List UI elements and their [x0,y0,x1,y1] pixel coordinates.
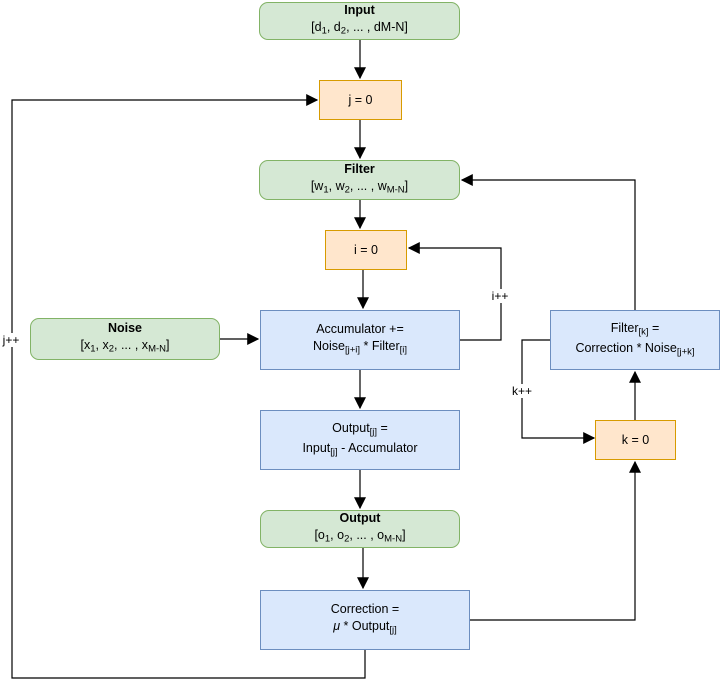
node-accumulator: Accumulator +=Noise[j+i] * Filter[i] [260,310,460,370]
edge-label-j-increment: j++ [0,333,22,347]
node-noise: Noise[x1, x2, ... , xM-N] [30,318,220,360]
node-output-j: Output[j] =Input[j] - Accumulator [260,410,460,470]
node-filter: Filter[w1, w2, ... , wM-N] [259,160,460,200]
node-k-init: k = 0 [595,420,676,460]
node-j-init: j = 0 [319,80,402,120]
edge-filter-k-to-filter [460,174,636,310]
edge-j-increment-loop [11,94,366,679]
edge-label-k-increment: k++ [509,384,535,398]
edge-label-i-increment: i++ [489,289,511,303]
node-correction: Correction =μ * Output[j] [260,590,470,650]
node-output: Output[o1, o2, ... , oM-N] [260,510,460,548]
node-i-init: i = 0 [325,230,407,270]
node-filter-k: Filter[k] =Correction * Noise[j+k] [550,310,720,370]
edge-correction-to-k-init [470,460,641,621]
node-input: Input[d1, d2, ... , dM-N] [259,2,460,40]
